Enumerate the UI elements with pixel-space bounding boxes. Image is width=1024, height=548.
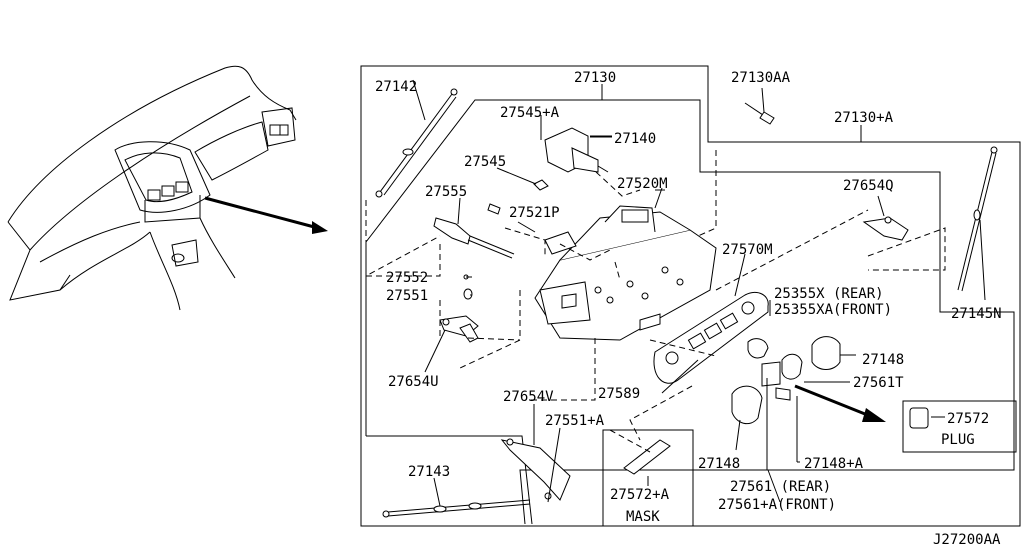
actuator-27140 [544,127,612,173]
label-27589: 27589 [598,386,640,402]
plug-box [902,400,1017,453]
pointer-arrow [204,196,319,230]
label-27140: 27140 [614,131,656,147]
label-27561T: 27561T [853,375,904,391]
label-27572: 27572 [947,411,989,427]
label-27148-left: 27148 [698,456,740,472]
label-27551A: 27551+A [545,413,605,429]
seal-27561 [761,361,781,387]
label-27148-right: 27148 [862,352,904,368]
assembly-frame [360,65,1021,527]
leader-27551A [547,427,561,503]
label-25355X: 25355X (REAR) [774,286,884,302]
label-27130AA: 27130AA [731,70,791,86]
leader-lines [466,84,945,503]
assembly-guides [365,150,946,453]
screw-27130AA [744,87,775,125]
label-27545: 27545 [464,154,506,170]
knob-27148-right [811,336,856,370]
label-25355XA: 25355XA(FRONT) [774,302,892,318]
controller-27520M [534,187,717,341]
mask-box [602,429,694,527]
label-27654U: 27654U [388,374,439,390]
label-27143: 27143 [408,464,450,480]
arrow-head-icon [862,408,886,422]
label-27145N: 27145N [951,306,1002,322]
label-27654V: 27654V [503,389,554,405]
dashboard-sketch [7,65,297,311]
label-27521P: 27521P [509,205,560,221]
label-27130: 27130 [574,70,616,86]
diagram-code: J27200AA [933,532,1001,548]
label-27572A: 27572+A [610,487,670,503]
label-27551: 27551 [386,288,428,304]
sensor-27555 [433,197,515,259]
cable-27142 [375,79,458,198]
cable-27145N [957,146,998,301]
label-27545A: 27545+A [500,105,560,121]
label-27654Q: 27654Q [843,178,894,194]
label-27552: 27552 [386,270,428,286]
mask-piece [623,439,671,475]
label-27148A: 27148+A [804,456,864,472]
label-27561A: 27561+A(FRONT) [718,497,836,513]
label-27130A: 27130+A [834,110,894,126]
cable-27143 [382,477,531,518]
crank-27654Q [862,195,909,241]
crank-27654U [424,315,479,373]
label-mask: MASK [626,509,660,525]
bulb-27589 [747,338,769,359]
label-27570M: 27570M [722,242,773,258]
clip-27551 [463,288,473,300]
arrow-head-icon [312,221,328,234]
plug-pointer-arrow [794,384,871,418]
label-27555: 27555 [425,184,467,200]
label-plug: PLUG [941,432,975,448]
plug-piece [909,407,929,429]
knob-27148A [775,387,791,401]
label-27561: 27561 (REAR) [730,479,831,495]
knob-27561T [781,353,803,380]
faceplate-27570M [653,253,769,384]
label-27142: 27142 [375,79,417,95]
knob-27148-left [731,385,763,451]
label-27520M: 27520M [617,176,668,192]
screw-27545 [496,115,549,191]
